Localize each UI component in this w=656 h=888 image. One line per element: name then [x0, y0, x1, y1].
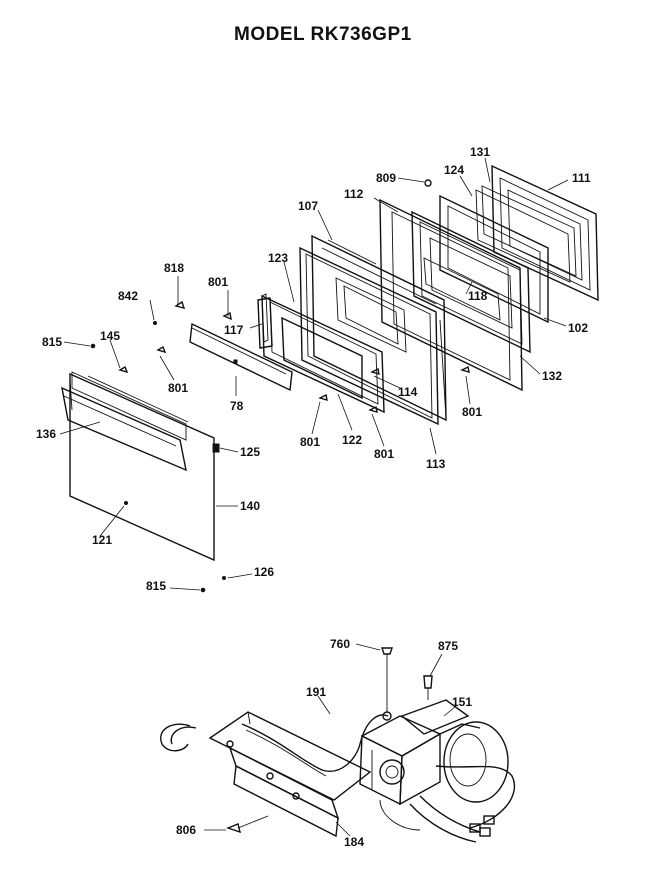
label-123: 123 — [268, 251, 288, 265]
label-126: 126 — [254, 565, 274, 579]
label-132: 132 — [542, 369, 562, 383]
part-labels: 111 131 124 809 112 107 118 102 132 123 … — [36, 145, 591, 849]
label-107: 107 — [298, 199, 318, 213]
part-124-frame — [439, 185, 577, 324]
part-122-panel — [281, 316, 363, 400]
label-760: 760 — [330, 637, 350, 651]
label-801-b: 801 — [168, 381, 188, 395]
label-815-a: 815 — [42, 335, 62, 349]
label-122: 122 — [342, 433, 362, 447]
label-102: 102 — [568, 321, 588, 335]
part-140-outer-door — [61, 371, 220, 562]
label-118: 118 — [468, 289, 488, 303]
label-117: 117 — [224, 323, 244, 337]
label-78: 78 — [230, 399, 244, 413]
label-842: 842 — [118, 289, 138, 303]
leader-lines — [59, 157, 569, 591]
label-801-c: 801 — [462, 405, 482, 419]
diagram-title: MODEL RK736GP1 — [234, 24, 412, 45]
label-121: 121 — [92, 533, 112, 547]
label-184: 184 — [344, 835, 364, 849]
part-113-liner — [299, 246, 439, 426]
label-114: 114 — [398, 385, 418, 399]
label-809: 809 — [376, 171, 396, 185]
label-145: 145 — [100, 329, 120, 343]
label-815-b: 815 — [146, 579, 166, 593]
label-125: 125 — [240, 445, 260, 459]
label-112: 112 — [344, 187, 364, 201]
label-140: 140 — [240, 499, 260, 513]
label-801-a: 801 — [208, 275, 228, 289]
fasteners-door — [90, 179, 470, 593]
part-123-glass — [261, 294, 385, 414]
label-806: 806 — [176, 823, 196, 837]
label-113: 113 — [426, 457, 446, 471]
label-875: 875 — [438, 639, 458, 653]
part-117-bracket — [257, 293, 273, 349]
label-818: 818 — [164, 261, 184, 275]
label-131: 131 — [470, 145, 490, 159]
label-191: 191 — [306, 685, 326, 699]
label-111: 111 — [572, 171, 591, 185]
label-124: 124 — [444, 163, 464, 177]
part-107-door-liner — [311, 234, 447, 422]
label-136: 136 — [36, 427, 56, 441]
label-151: 151 — [452, 695, 472, 709]
part-78-baffle — [189, 322, 293, 392]
part-112-inner-panel — [379, 198, 531, 392]
motor-assembly — [160, 647, 516, 843]
label-801-e: 801 — [374, 447, 394, 461]
label-801-d: 801 — [300, 435, 320, 449]
part-111-outer-glass — [491, 164, 599, 302]
leader-lines-motor — [204, 643, 457, 837]
